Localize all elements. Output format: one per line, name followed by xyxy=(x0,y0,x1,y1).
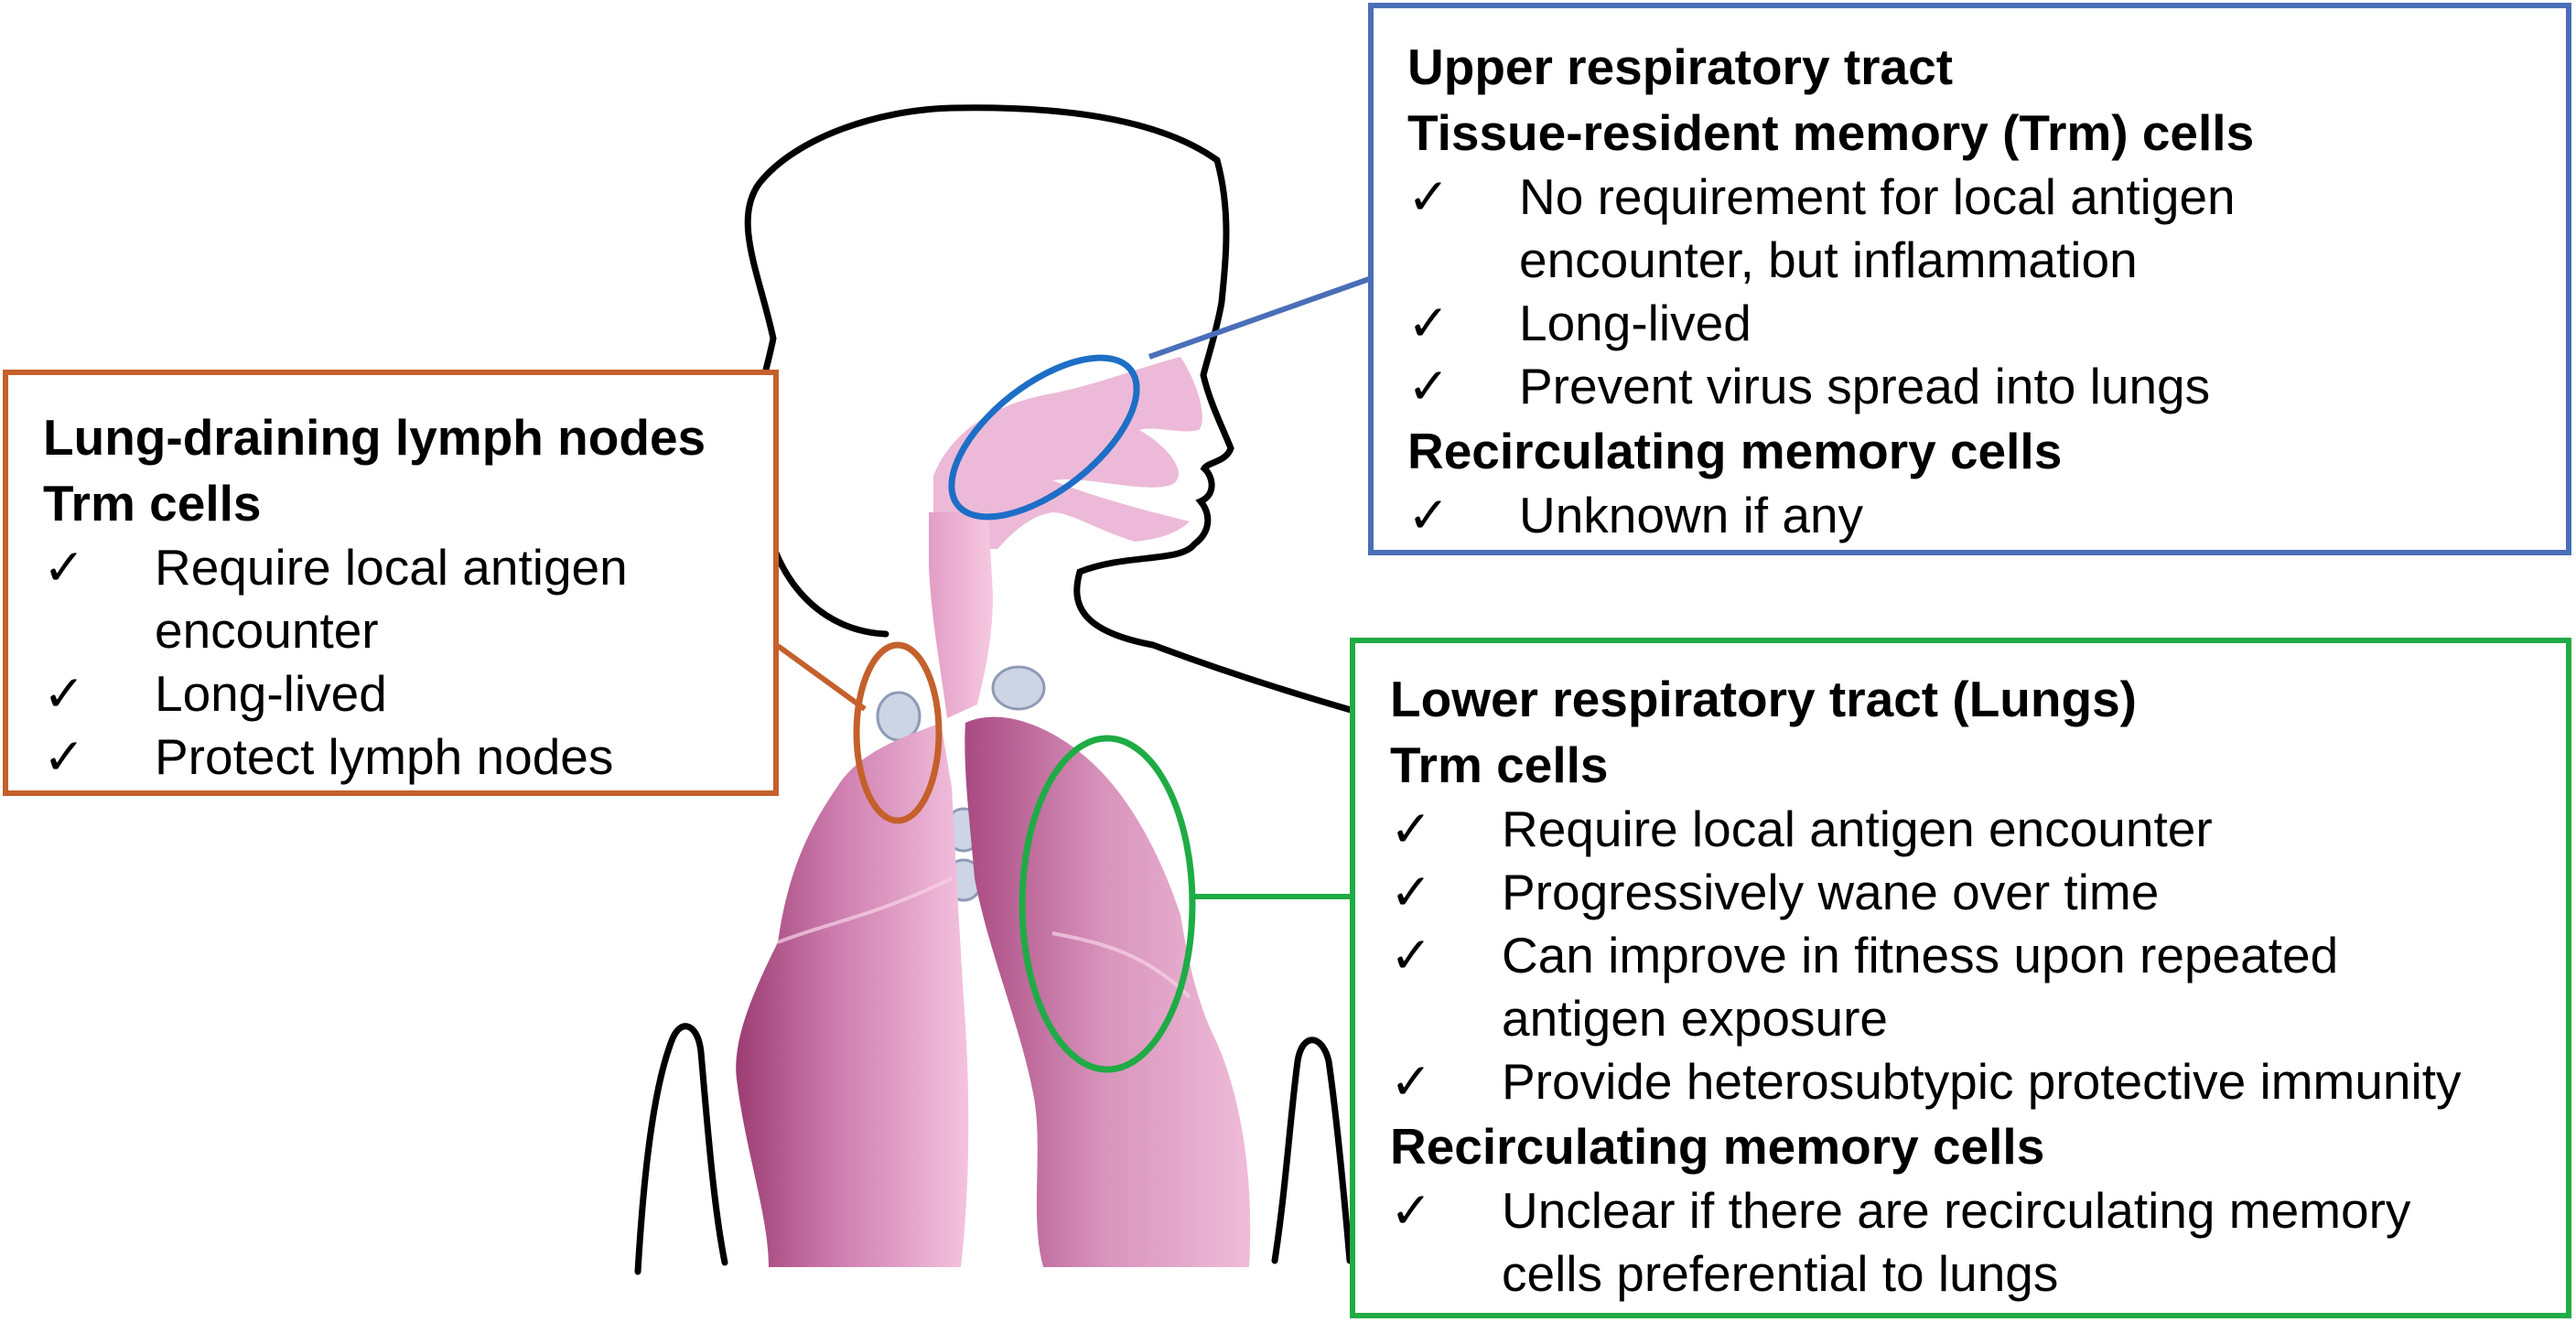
box-title: Upper respiratory tract xyxy=(1407,38,1954,95)
lymph-node xyxy=(876,691,922,742)
list-item: ✓No requirement for local antigen xyxy=(1407,166,2538,229)
check-icon: ✓ xyxy=(43,728,86,785)
trm-list: ✓Require local antigen encounter ✓Progre… xyxy=(1390,798,2548,1113)
recirculating-list: ✓Unknown if any xyxy=(1407,484,2538,547)
recirculating-heading: Recirculating memory cells xyxy=(1390,1118,2045,1175)
recirculating-heading: Recirculating memory cells xyxy=(1407,423,2063,479)
trm-heading: Trm cells xyxy=(43,475,262,532)
list-item-continuation: encounter, but inflammation xyxy=(1519,231,2138,288)
list-item: ✓Prevent virus spread into lungs xyxy=(1407,355,2538,418)
lymph-node xyxy=(991,665,1046,711)
right-lung-fissure xyxy=(1051,931,1191,999)
check-icon: ✓ xyxy=(1407,487,1450,543)
check-icon: ✓ xyxy=(1390,1053,1433,1110)
check-icon: ✓ xyxy=(1390,801,1433,857)
upper-respiratory-tract-box: Upper respiratory tract Tissue-resident … xyxy=(1368,3,2571,555)
check-icon: ✓ xyxy=(1390,927,1433,983)
trm-list: ✓No requirement for local antigen encoun… xyxy=(1407,166,2538,418)
box-title: Lung-draining lymph nodes xyxy=(43,409,706,466)
lymph-nodes-box: Lung-draining lymph nodes Trm cells ✓Req… xyxy=(3,370,779,796)
head-outline xyxy=(744,104,1367,717)
list-item: ✓Require local antigen xyxy=(43,536,755,599)
lymph-node-highlight-ellipse xyxy=(853,641,943,824)
upper-airway-highlight-ellipse xyxy=(948,354,1140,521)
list-item: ✓Long-lived xyxy=(1407,292,2538,355)
lung-highlight-ellipse xyxy=(1019,735,1196,1073)
left-lung xyxy=(736,723,969,1267)
list-item-continuation: encounter xyxy=(155,602,379,659)
list-item: ✓Progressively wane over time xyxy=(1390,861,2548,924)
right-lung xyxy=(965,716,1251,1267)
trm-heading: Trm cells xyxy=(1390,736,1609,793)
check-icon: ✓ xyxy=(1407,358,1450,414)
check-icon: ✓ xyxy=(43,539,86,596)
left-lung-fissure xyxy=(777,876,953,944)
list-item: ✓Protect lymph nodes xyxy=(43,725,755,789)
list-item: ✓Unknown if any xyxy=(1407,484,2538,547)
list-item-continuation: cells preferential to lungs xyxy=(1502,1245,2059,1302)
list-item-continuation: antigen exposure xyxy=(1502,990,1888,1047)
check-icon: ✓ xyxy=(1407,168,1450,225)
list-item: ✓Provide heterosubtypic protective immun… xyxy=(1390,1050,2548,1113)
right-arm-outline xyxy=(1271,1037,1353,1264)
check-icon: ✓ xyxy=(1390,1182,1433,1239)
trm-heading: Tissue-resident memory (Trm) cells xyxy=(1407,104,2255,161)
left-arm-outline xyxy=(634,1023,728,1275)
check-icon: ✓ xyxy=(1390,864,1433,920)
check-icon: ✓ xyxy=(43,665,86,722)
check-icon: ✓ xyxy=(1407,295,1450,351)
list-item: ✓Can improve in fitness upon repeated xyxy=(1390,924,2548,987)
list-item: ✓Require local antigen encounter xyxy=(1390,798,2548,861)
box-title: Lower respiratory tract (Lungs) xyxy=(1390,671,2137,727)
list-item: ✓Unclear if there are recirculating memo… xyxy=(1390,1179,2548,1242)
trm-list: ✓Require local antigen encounter ✓Long-l… xyxy=(43,536,755,789)
trachea xyxy=(929,512,993,718)
lymph-connector-line xyxy=(776,643,867,712)
recirculating-list: ✓Unclear if there are recirculating memo… xyxy=(1390,1179,2548,1306)
upper-connector-line xyxy=(1148,276,1371,360)
list-item: ✓Long-lived xyxy=(43,662,755,725)
lower-respiratory-tract-box: Lower respiratory tract (Lungs) Trm cell… xyxy=(1350,638,2571,1318)
